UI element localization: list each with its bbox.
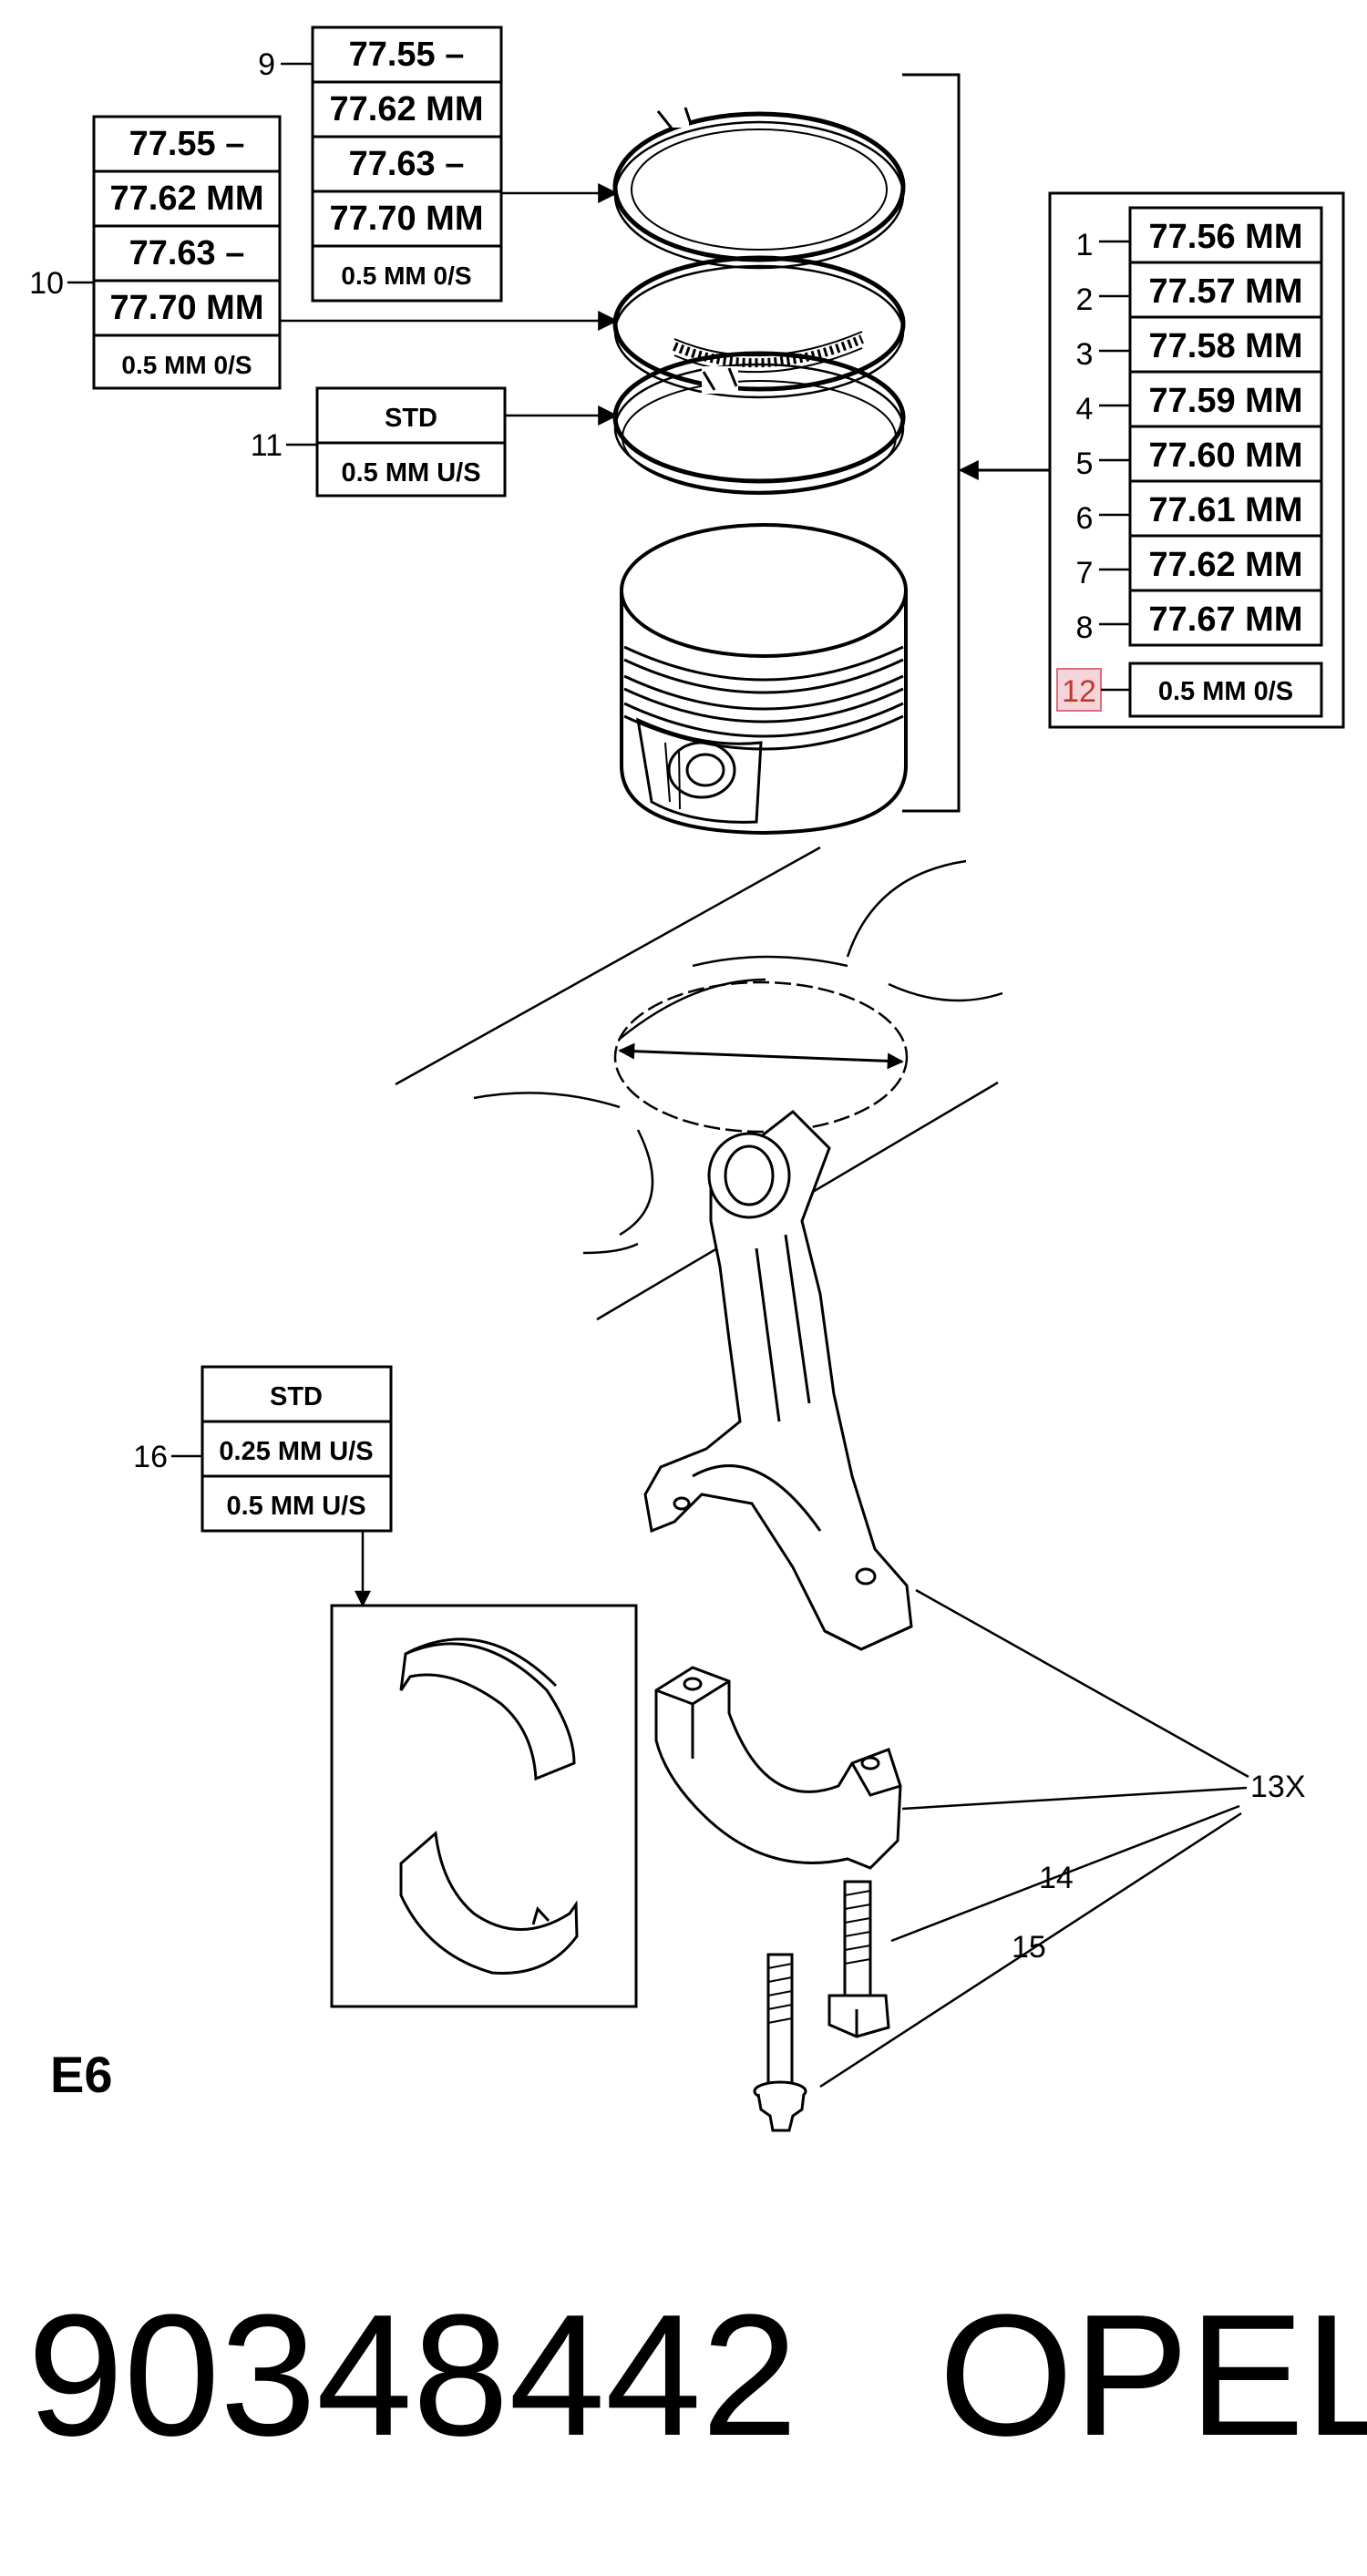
- ring-9-row-2: 77.62 MM: [330, 90, 484, 128]
- connecting-rod: [643, 1110, 913, 1651]
- bearing-16-row-3: 0.5 MM U/S: [226, 1492, 365, 1521]
- ring-10-row-4: 77.70 MM: [110, 289, 264, 327]
- ring-9-row-4: 77.70 MM: [330, 200, 484, 238]
- lower-bearing-shell: [399, 1831, 579, 1975]
- label-15: 15: [1012, 1930, 1046, 1965]
- piston-item-value: 77.61 MM: [1149, 491, 1303, 529]
- ring-9-row-1: 77.55 –: [349, 36, 465, 74]
- ring-10-row-3: 77.63 –: [129, 234, 245, 272]
- piston-item-value: 77.58 MM: [1149, 327, 1303, 365]
- piston-item-value: 77.67 MM: [1149, 600, 1303, 639]
- piston-item-number: 8: [1076, 611, 1094, 645]
- piston-size-row: 7 77.62 MM: [1076, 546, 1303, 590]
- piston-item-number: 6: [1076, 501, 1094, 536]
- bore-diameter-arrow: [618, 1042, 904, 1070]
- part-leader-lines: [819, 1588, 1249, 2089]
- piston-item-value: 77.59 MM: [1149, 382, 1303, 420]
- rod-bolt-15: [753, 1953, 807, 2132]
- highlight-marker: [1056, 668, 1102, 712]
- piston-item-number: 7: [1076, 556, 1094, 590]
- ring-10-callout: 10 77.55 – 77.62 MM 77.63 – 77.70 MM 0.5…: [29, 115, 619, 390]
- rod-bolt-14: [827, 1880, 890, 2038]
- piston-size-callout: 1 77.56 MM 2 77.57 MM 3 77.58 MM 4 77.59…: [1048, 191, 1345, 729]
- piston-item-value: 77.60 MM: [1149, 436, 1303, 475]
- bearing-16-row-1: STD: [270, 1382, 323, 1411]
- part-number: 90348442: [27, 2279, 797, 2472]
- ring-10-row-2: 77.62 MM: [110, 180, 264, 218]
- callout-number-10: 10: [29, 266, 64, 301]
- piston-size-row: 1 77.56 MM: [1076, 218, 1303, 262]
- piston-item-number: 2: [1076, 282, 1094, 317]
- piston-oversize-value: 0.5 MM 0/S: [1158, 677, 1293, 706]
- piston-size-row: 2 77.57 MM: [1076, 272, 1303, 317]
- second-ring: [612, 255, 906, 399]
- ring-11-callout: 11 STD 0.5 MM U/S: [251, 386, 619, 498]
- bearing-16-callout: 16 STD 0.25 MM U/S 0.5 MM U/S: [133, 1365, 393, 1607]
- piston-item-number: 3: [1076, 337, 1094, 372]
- piston-size-row: 8 77.67 MM: [1076, 600, 1303, 645]
- piston-size-row: 5 77.60 MM: [1076, 436, 1303, 481]
- upper-bearing-shell: [399, 1637, 576, 1781]
- cylinder-block-deck: [395, 846, 1003, 1321]
- piston-item-value: 77.57 MM: [1149, 272, 1303, 311]
- ring-9-row-3: 77.63 –: [349, 145, 465, 183]
- bearing-shells-box: [330, 1604, 638, 2008]
- ring-11-row-1: STD: [385, 404, 437, 433]
- ring-11-row-2: 0.5 MM U/S: [341, 458, 480, 487]
- piston-size-row: 6 77.61 MM: [1076, 491, 1303, 536]
- piston-item-number: 5: [1076, 446, 1094, 481]
- piston-item-number: 4: [1076, 392, 1094, 426]
- piston-oversize-number: 12: [1062, 674, 1096, 709]
- oil-control-ring: [612, 351, 906, 495]
- callout-number-9: 9: [258, 47, 275, 82]
- piston-item-value: 77.62 MM: [1149, 546, 1303, 584]
- top-compression-ring: [612, 107, 906, 270]
- callout-number-16: 16: [133, 1440, 168, 1474]
- piston-size-row: 3 77.58 MM: [1076, 327, 1303, 372]
- connecting-rod-cap: [654, 1666, 902, 1870]
- piston-oversize-row: 12 0.5 MM 0/S: [1056, 662, 1323, 718]
- ring-10-row-5: 0.5 MM 0/S: [121, 351, 252, 379]
- bearing-16-row-2: 0.25 MM U/S: [219, 1437, 373, 1466]
- ring-9-callout: 9 77.55 – 77.62 MM 77.63 – 77.70 MM 0.5 …: [258, 26, 619, 303]
- label-14: 14: [1039, 1861, 1074, 1895]
- label-13x: 13X: [1250, 1770, 1306, 1804]
- section-code: E6: [50, 2046, 113, 2103]
- piston-size-row: 4 77.59 MM: [1076, 382, 1303, 426]
- brand-name: OPEL: [939, 2279, 1367, 2472]
- piston: [620, 523, 908, 836]
- piston-item-value: 77.56 MM: [1149, 218, 1303, 256]
- callout-number-11: 11: [251, 428, 283, 463]
- ring-9-row-5: 0.5 MM 0/S: [341, 262, 471, 290]
- piston-bracket: [902, 73, 1050, 813]
- piston-item-number: 1: [1076, 228, 1094, 262]
- ring-10-row-1: 77.55 –: [129, 125, 245, 163]
